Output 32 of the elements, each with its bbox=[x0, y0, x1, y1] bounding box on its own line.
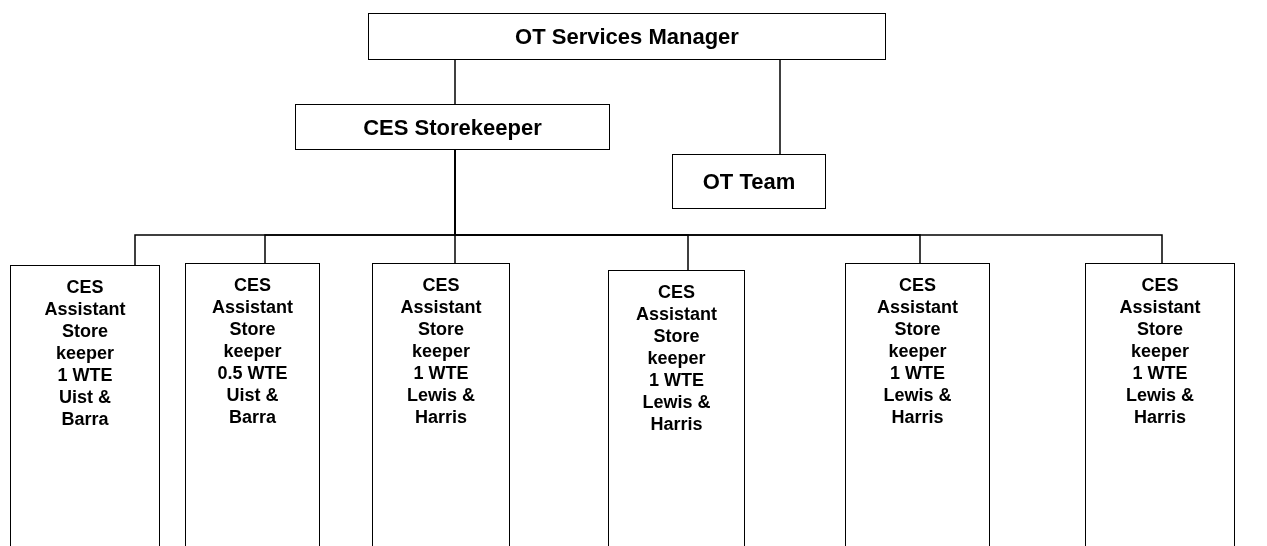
box-title: CES Storekeeper bbox=[363, 113, 542, 142]
org-box bbox=[845, 263, 990, 546]
box-title: OT Services Manager bbox=[515, 23, 739, 51]
role-text: Lewis & Harris bbox=[641, 391, 712, 435]
role-text: 1 WTE bbox=[648, 369, 705, 391]
role-text: CES Assistant Store keeper bbox=[43, 276, 127, 364]
role-text: CES Assistant Store keeper bbox=[399, 274, 483, 362]
role-text: CES Assistant Store keeper bbox=[211, 274, 294, 362]
role-text: Uist & Barra bbox=[58, 386, 112, 430]
role-text: Lewis & Harris bbox=[1125, 384, 1195, 428]
org-box bbox=[10, 265, 160, 546]
org-box bbox=[295, 104, 610, 150]
box-title: OT Team bbox=[702, 168, 796, 196]
role-text: 1 WTE bbox=[1131, 362, 1189, 384]
role-text: CES Assistant Store keeper bbox=[876, 274, 959, 362]
org-box bbox=[608, 270, 745, 546]
connector-line bbox=[454, 59, 456, 105]
role-text: 1 WTE bbox=[412, 362, 470, 384]
connector-line bbox=[779, 59, 781, 155]
org-box bbox=[672, 154, 826, 209]
role-text: Lewis & Harris bbox=[882, 384, 953, 428]
org-box bbox=[1085, 263, 1235, 546]
org-box bbox=[368, 13, 886, 60]
role-text: CES Assistant Store keeper bbox=[635, 281, 718, 369]
role-text: Lewis & Harris bbox=[406, 384, 476, 428]
role-text: 1 WTE bbox=[889, 362, 946, 384]
org-box bbox=[185, 263, 320, 546]
role-text: 0.5 WTE bbox=[216, 362, 289, 384]
role-text: CES Assistant Store keeper bbox=[1118, 274, 1202, 362]
org-box bbox=[372, 263, 510, 546]
role-text: 1 WTE bbox=[56, 364, 114, 386]
role-text: Uist & Barra bbox=[225, 384, 280, 428]
